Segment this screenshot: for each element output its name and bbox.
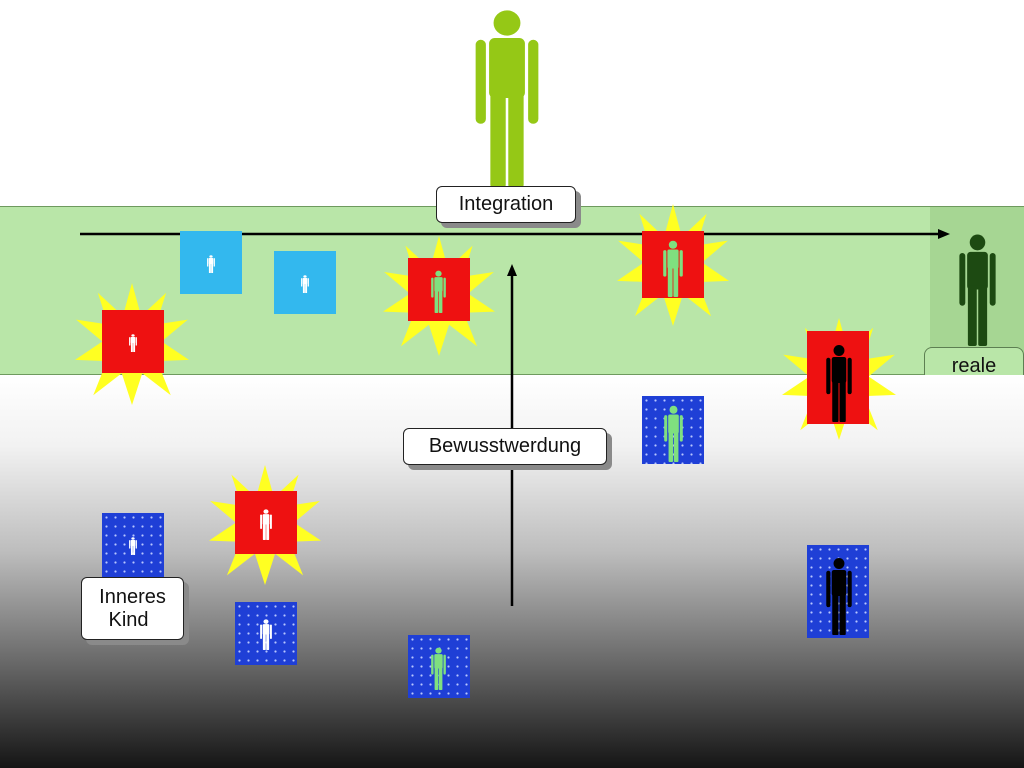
reale-label-text: reale [951,355,997,375]
person-icon [663,240,683,297]
real-person-icon [959,234,996,346]
blue-dotted-tile [102,513,164,578]
person-icon [826,345,852,422]
person-icon [431,270,446,313]
integrated-person-icon [475,10,539,188]
inneres-kind-label: Inneres Kind [81,577,184,640]
person-icon [260,509,272,540]
person-icon [207,255,215,273]
person-icon [260,619,272,650]
person-icon [301,275,309,293]
reale-label: reale [924,347,1024,375]
person-icon [664,405,683,462]
person-icon [129,537,137,555]
person-icon [431,647,446,690]
bewusstwerdung-label: Bewusstwerdung [403,428,607,465]
inneres-kind-line-1: Inneres [99,586,166,608]
person-icon [129,334,137,352]
inneres-kind-line-2: Kind [108,609,149,631]
person-icon [826,558,852,635]
integration-label: Integration [436,186,576,223]
integration-label-text: Integration [458,193,554,215]
bewusstwerdung-label-text: Bewusstwerdung [428,435,582,457]
